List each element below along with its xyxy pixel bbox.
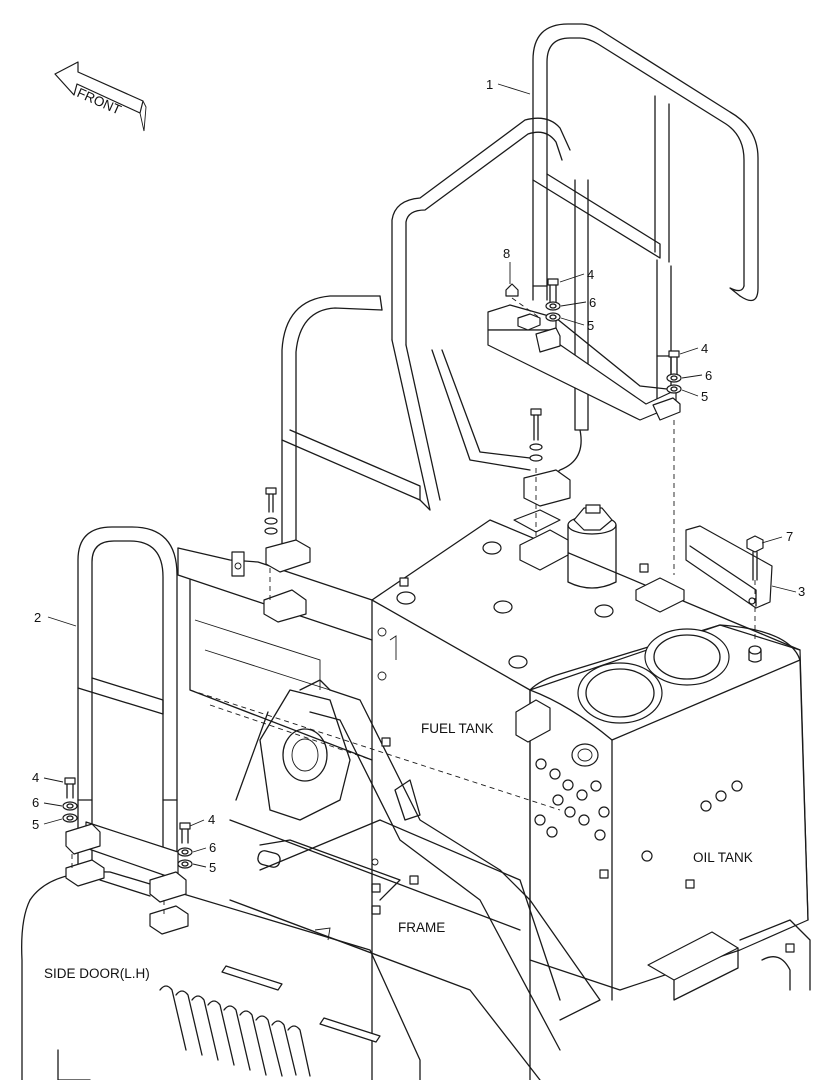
area-labels: FUEL TANK OIL TANK FRAME SIDE DOOR(L.H) <box>44 721 753 981</box>
side-door <box>21 871 421 1080</box>
frame-structure <box>177 547 601 1080</box>
oil-tank <box>515 624 811 1001</box>
oil-tank-label: OIL TANK <box>693 850 753 865</box>
callout-1: 1 <box>486 77 493 92</box>
oil-tank-ports <box>534 743 743 862</box>
callout-8: 8 <box>503 246 510 261</box>
bolt-stack-top-right <box>666 350 682 575</box>
callout-5c: 5 <box>32 817 39 832</box>
nut-8 <box>505 283 541 319</box>
callout-4d: 4 <box>208 812 215 827</box>
callout-5a: 5 <box>587 318 594 333</box>
callout-4b: 4 <box>701 341 708 356</box>
bolt-stack-top-left <box>545 278 561 322</box>
frame-label: FRAME <box>398 920 445 935</box>
callout-7: 7 <box>786 529 793 544</box>
side-door-label: SIDE DOOR(L.H) <box>44 966 150 981</box>
callout-3: 3 <box>798 584 805 599</box>
handrail-2 <box>65 526 189 935</box>
bolt-stack-left-a <box>62 777 78 823</box>
callouts: 1 2 3 7 8 4 6 5 4 6 5 4 6 5 4 6 5 <box>32 77 805 875</box>
fuel-tank <box>371 504 801 1080</box>
callout-5b: 5 <box>701 389 708 404</box>
leader-lines <box>43 83 797 868</box>
rear-handrail <box>263 117 589 623</box>
handrail-1 <box>487 23 759 421</box>
callout-6a: 6 <box>589 295 596 310</box>
front-arrow: FRONT <box>54 61 147 132</box>
plate-3 <box>685 525 773 609</box>
callout-4a: 4 <box>587 267 594 282</box>
callout-5d: 5 <box>209 860 216 875</box>
fuel-tank-label: FUEL TANK <box>421 721 494 736</box>
callout-6d: 6 <box>209 840 216 855</box>
bolt-7 <box>746 535 764 642</box>
callout-6c: 6 <box>32 795 39 810</box>
callout-6b: 6 <box>705 368 712 383</box>
callout-2: 2 <box>34 610 41 625</box>
bolt-stack-left-b <box>177 822 193 869</box>
callout-4c: 4 <box>32 770 39 785</box>
